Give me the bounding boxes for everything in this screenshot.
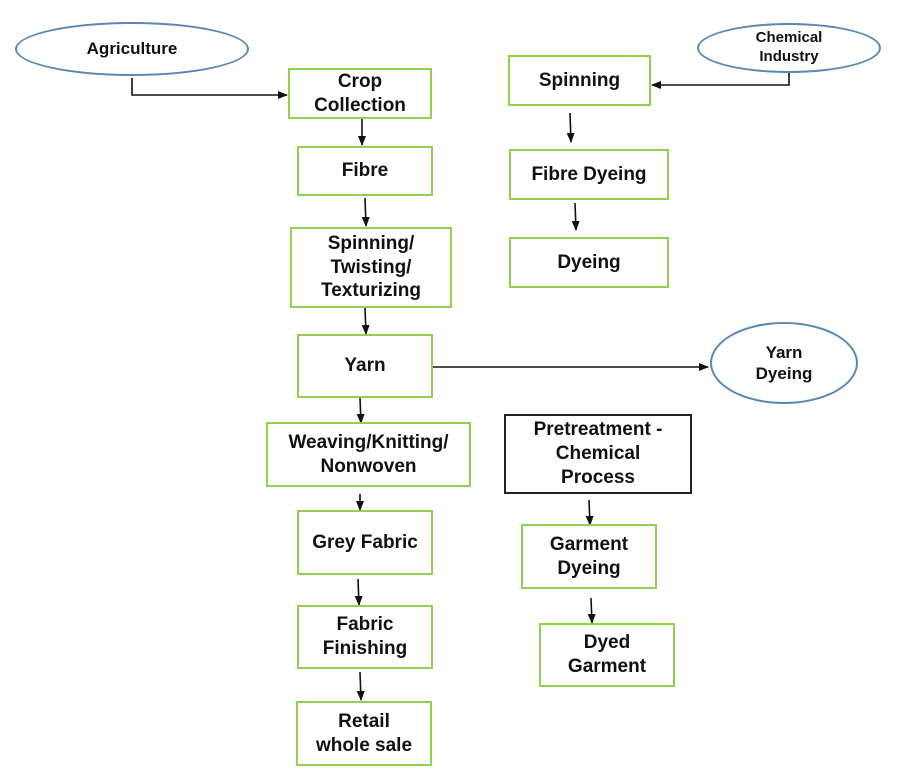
node-crop-collection: Crop Collection [288,68,432,119]
node-pretreatment-chemical-process: Pretreatment - Chemical Process [504,414,692,494]
node-yarn: Yarn [297,334,433,398]
node-yarn-dyeing: Yarn Dyeing [710,322,858,404]
arrow-fibre-to-spinning-twisting [361,197,370,227]
arrow-spinning-to-fibre-dyeing [566,112,575,143]
arrow-chemical-industry-to-spinning [651,73,790,89]
node-dyed-garment: Dyed Garment [539,623,675,687]
node-dyeing: Dyeing [509,237,669,288]
arrow-fibre-dyeing-to-dyeing [571,202,580,231]
arrow-pretreatment-to-garment-dyeing [585,499,594,526]
node-retail-whole-sale: Retail whole sale [296,701,432,766]
arrow-grey-fabric-to-fabric-finishing [354,578,363,606]
node-fibre-dyeing: Fibre Dyeing [509,149,669,200]
arrow-fabric-finishing-to-retail [356,671,365,701]
node-grey-fabric: Grey Fabric [297,510,433,575]
node-agriculture: Agriculture [15,22,249,76]
node-fibre: Fibre [297,146,433,196]
node-spinning-twisting-texturizing: Spinning/ Twisting/ Texturizing [290,227,452,308]
node-chemical-industry: Chemical Industry [697,23,881,73]
arrow-yarn-to-weaving [356,397,365,424]
arrow-garment-dyeing-to-dyed-garment [587,597,596,624]
node-fabric-finishing: Fabric Finishing [297,605,433,669]
node-spinning: Spinning [508,55,651,106]
arrow-spinning-twisting-to-yarn [361,307,370,335]
node-garment-dyeing: Garment Dyeing [521,524,657,589]
arrow-agriculture-to-crop-collection [131,78,288,99]
node-weaving-knitting-nonwoven: Weaving/Knitting/ Nonwoven [266,422,471,487]
